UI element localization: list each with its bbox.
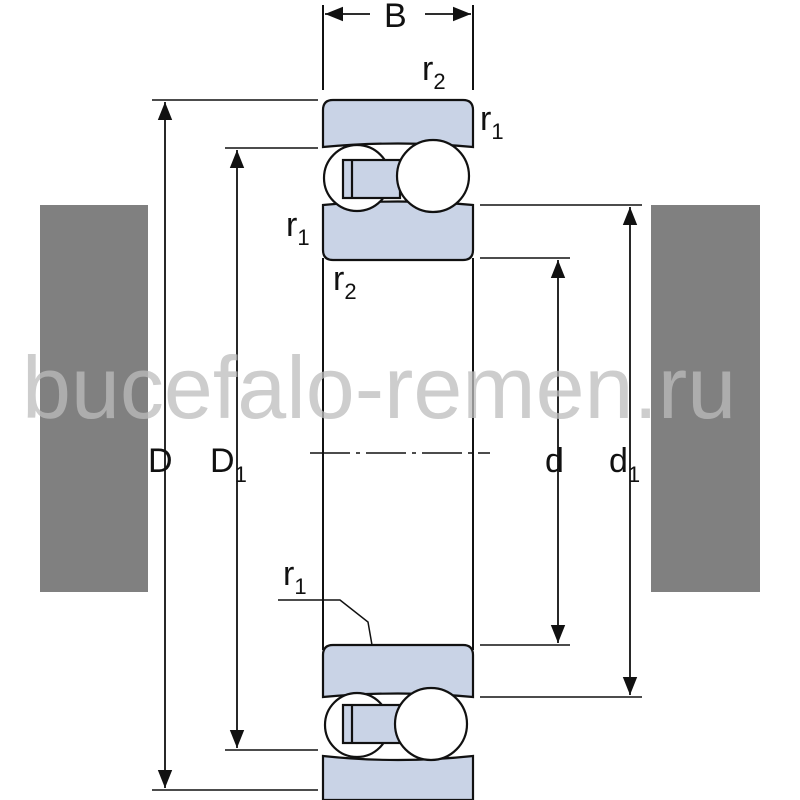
label-r1-bottom: r1 bbox=[283, 555, 307, 599]
housing-right bbox=[651, 205, 760, 592]
label-r2-inner: r2 bbox=[333, 260, 357, 304]
housing-left bbox=[40, 205, 148, 592]
label-B: B bbox=[384, 0, 407, 35]
extension-lines bbox=[152, 99, 642, 791]
bearing-outline bbox=[322, 5, 474, 650]
label-D1: D1 bbox=[210, 442, 247, 487]
label-d: d bbox=[545, 442, 564, 480]
label-r1-top: r1 bbox=[480, 100, 504, 144]
bearing-section-top bbox=[321, 98, 475, 262]
watermark: bucefalo-remen.ru bbox=[22, 338, 736, 437]
dimension-lines bbox=[157, 102, 638, 788]
label-d1: d1 bbox=[609, 442, 640, 487]
label-D: D bbox=[148, 442, 173, 480]
label-r1-inner: r1 bbox=[286, 206, 310, 250]
label-r2-top: r2 bbox=[422, 50, 446, 94]
bearing-section-bottom bbox=[321, 643, 475, 800]
